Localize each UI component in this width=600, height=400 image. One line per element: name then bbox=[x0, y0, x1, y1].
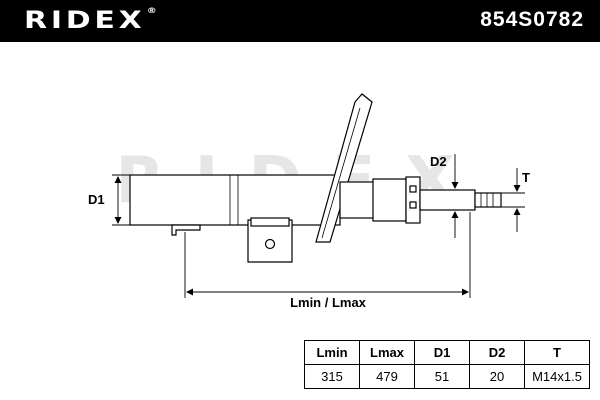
header-d2: D2 bbox=[469, 340, 525, 365]
dimensions bbox=[112, 154, 525, 298]
outer-tube bbox=[129, 174, 341, 226]
label-t: T bbox=[522, 170, 530, 185]
label-d2: D2 bbox=[430, 154, 447, 169]
registered-mark: ® bbox=[146, 6, 157, 15]
value-t: M14x1.5 bbox=[524, 364, 590, 389]
header-lmin: Lmin bbox=[304, 340, 360, 365]
upper-collar bbox=[372, 178, 407, 222]
spring-seat bbox=[315, 93, 373, 243]
brand-logo: RIDEX® bbox=[24, 6, 157, 34]
value-d1: 51 bbox=[414, 364, 470, 389]
value-d2: 20 bbox=[469, 364, 525, 389]
header-bar: RIDEX® 854S0782 bbox=[0, 0, 600, 42]
part-number: 854S0782 bbox=[480, 8, 584, 31]
specs-value-row: 315 479 51 20 M14x1.5 bbox=[304, 364, 590, 389]
strut-outline bbox=[129, 93, 502, 263]
bracket-top bbox=[250, 217, 290, 227]
label-length: Lmin / Lmax bbox=[290, 295, 367, 310]
shock-absorber-drawing: RIDEX bbox=[88, 93, 530, 310]
value-lmax: 479 bbox=[359, 364, 415, 389]
specs-header-row: Lmin Lmax D1 D2 T bbox=[304, 340, 590, 365]
value-lmin: 315 bbox=[304, 364, 360, 389]
dimension-labels: D1 D2 T Lmin / Lmax bbox=[88, 154, 530, 310]
piston-rod bbox=[419, 189, 476, 211]
sensor-holder bbox=[171, 224, 201, 236]
cap-detail-bottom bbox=[409, 201, 417, 209]
specs-table: Lmin Lmax D1 D2 T 315 479 51 20 M14x1.5 bbox=[304, 340, 590, 389]
header-d1: D1 bbox=[414, 340, 470, 365]
spring-seat-edge bbox=[321, 107, 361, 239]
cap-detail-top bbox=[409, 185, 417, 193]
top-cap bbox=[405, 176, 421, 224]
bracket-bolt-hole bbox=[264, 238, 276, 250]
label-d1: D1 bbox=[88, 192, 105, 207]
header-lmax: Lmax bbox=[359, 340, 415, 365]
brand-name: RIDEX bbox=[24, 6, 146, 34]
header-t: T bbox=[524, 340, 590, 365]
threaded-stud bbox=[474, 192, 502, 208]
